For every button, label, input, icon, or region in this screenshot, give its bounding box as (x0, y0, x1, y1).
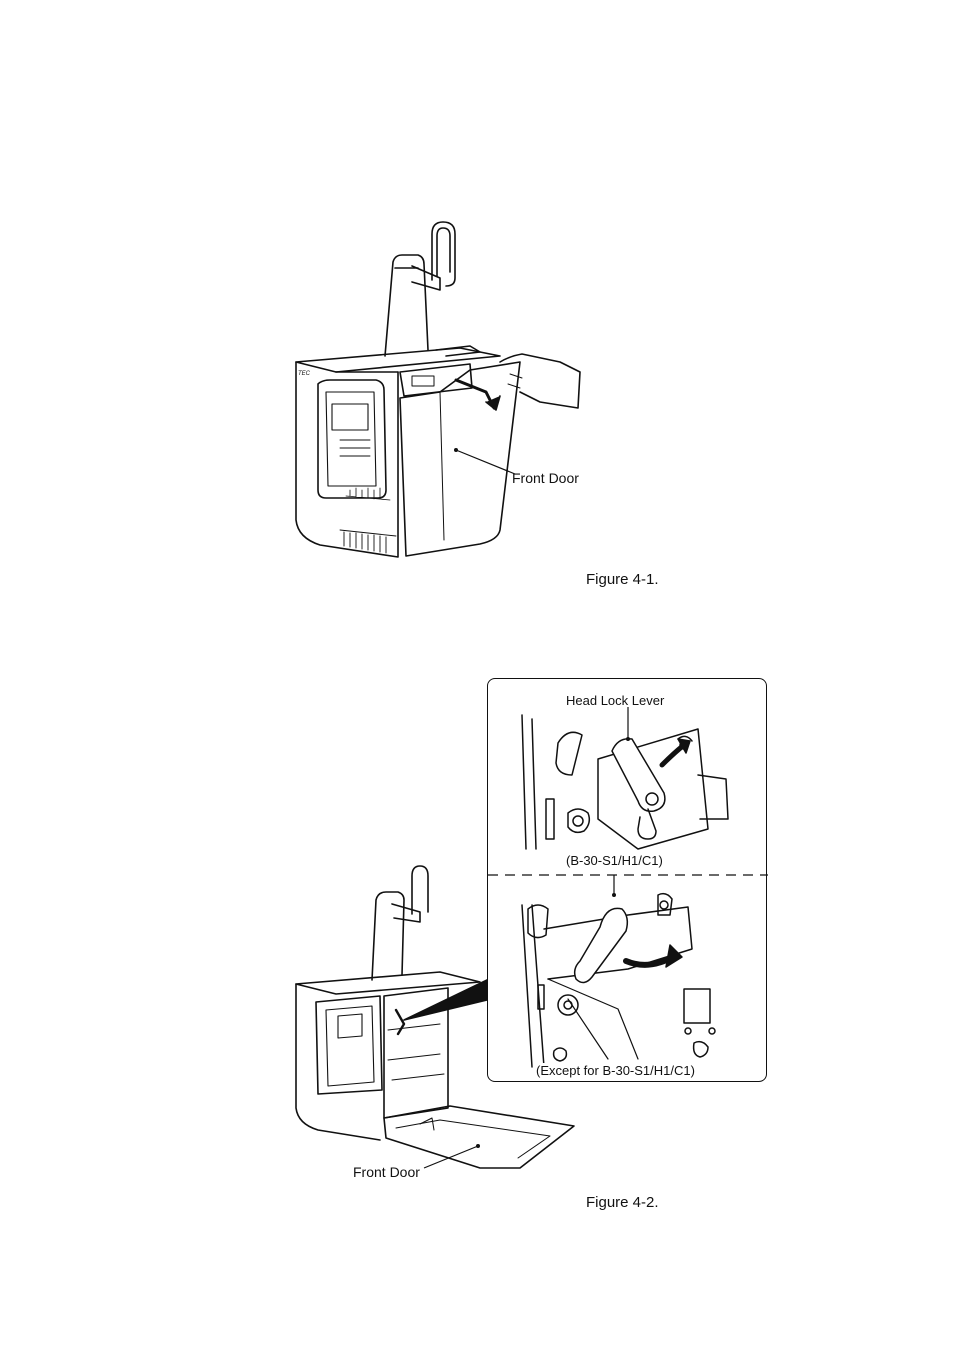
model-label-except-b30: (Except for B-30-S1/H1/C1) (534, 1063, 697, 1078)
front-door-callout-open: Front Door (353, 1164, 420, 1180)
model-label-b30: (B-30-S1/H1/C1) (564, 853, 665, 868)
figure-4-2-caption: Figure 4-2. (586, 1194, 659, 1211)
head-lock-lever-inset: Head Lock Lever (B-30-S1/H1/C1) (Except … (487, 678, 767, 1082)
head-lock-lever-callout: Head Lock Lever (566, 693, 664, 708)
inset-mechanism-illustration (488, 679, 768, 1083)
